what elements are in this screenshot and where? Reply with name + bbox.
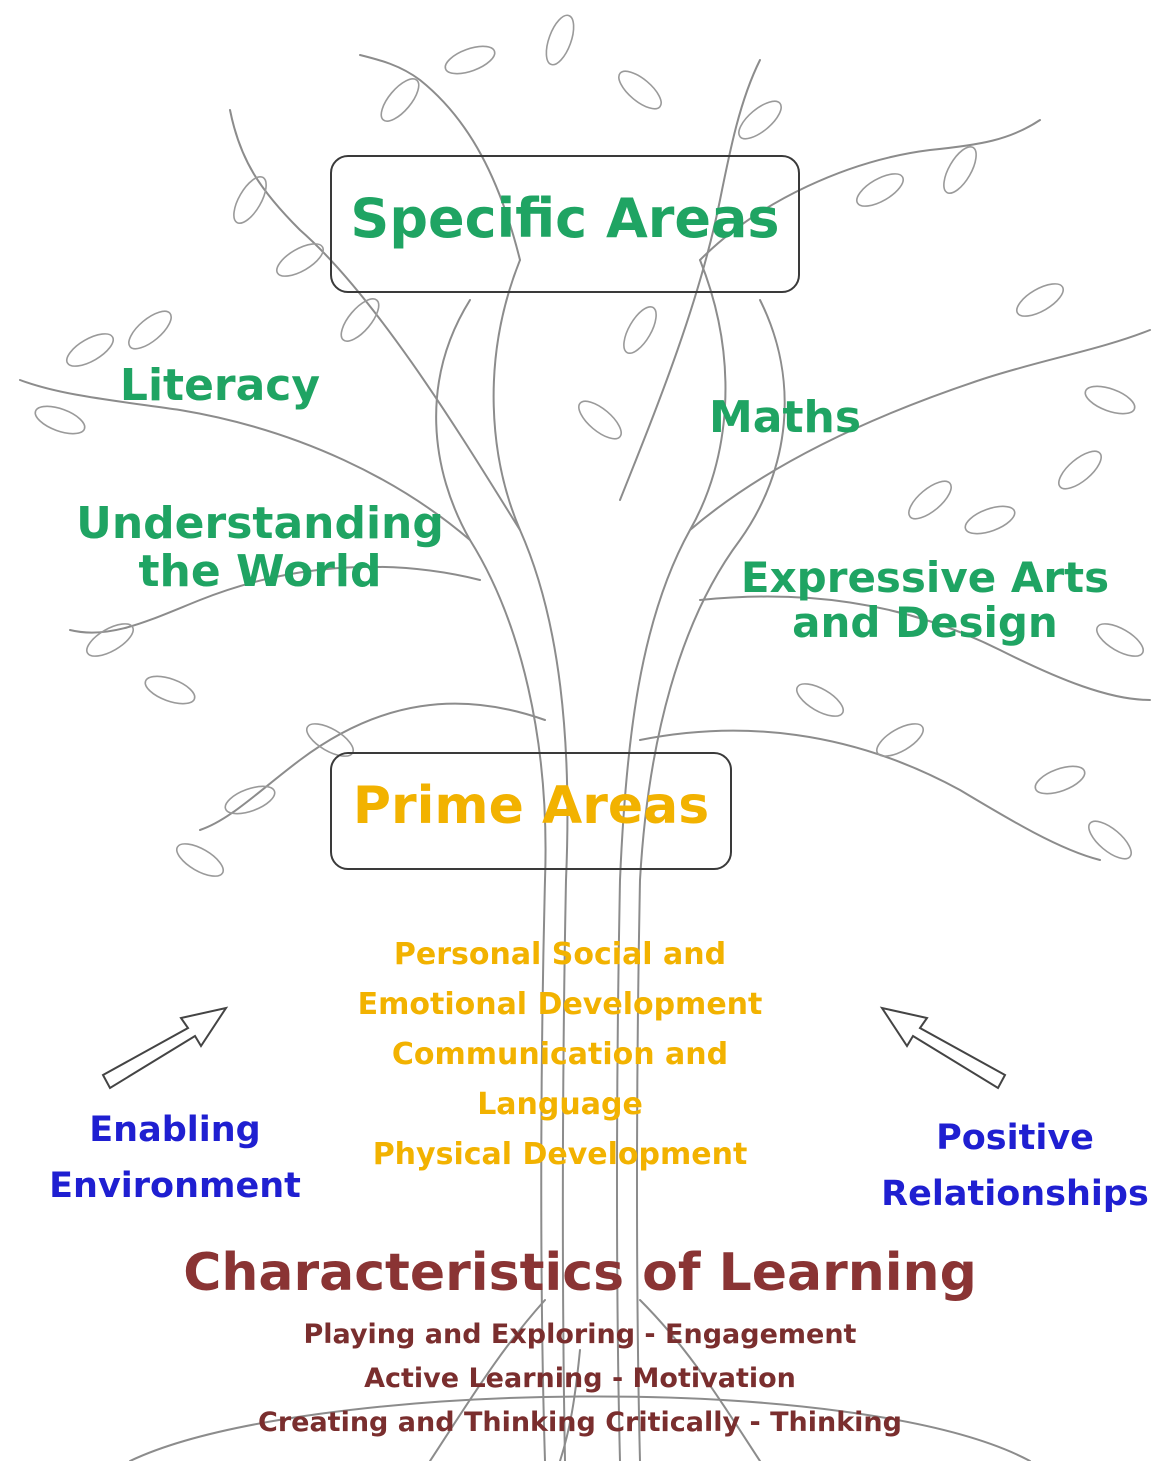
tree-branches <box>19 54 1151 1461</box>
prime-areas-box <box>330 752 732 870</box>
understanding-world-line1: Understanding <box>76 498 444 549</box>
prime-item-psed-1: Personal Social and <box>393 937 727 972</box>
specific-areas-title: Specific Areas <box>350 187 780 250</box>
prime-item-pd: Physical Development <box>372 1137 748 1172</box>
tree-leaves <box>34 14 1144 877</box>
characteristics-title: Characteristics of Learning <box>183 1243 977 1303</box>
expressive-arts-line1: Expressive Arts <box>740 553 1110 602</box>
enabling-environment-label: Enabling Environment <box>20 1102 330 1214</box>
characteristics-list: Playing and Exploring - Engagement Activ… <box>180 1313 980 1445</box>
understanding-world-line2: the World <box>138 545 382 597</box>
positive-line1: Positive <box>936 1118 1094 1158</box>
left-arrow-icon <box>101 1006 229 1090</box>
arrows <box>101 1006 1007 1090</box>
literacy-label: Literacy <box>119 360 321 411</box>
specific-areas-box <box>330 155 800 293</box>
understanding-world-label: Understanding the World <box>60 500 460 595</box>
characteristic-playing: Playing and Exploring - Engagement <box>303 1319 857 1350</box>
characteristic-creating: Creating and Thinking Critically - Think… <box>258 1407 902 1438</box>
positive-line2: Relationships <box>881 1174 1149 1214</box>
prime-item-cl-2: Language <box>477 1087 643 1122</box>
characteristic-active: Active Learning - Motivation <box>364 1363 796 1394</box>
right-arrow-icon <box>879 1006 1007 1090</box>
enabling-line1: Enabling <box>89 1110 261 1150</box>
expressive-arts-label: Expressive Arts and Design <box>720 555 1130 646</box>
positive-relationships-label: Positive Relationships <box>870 1110 1160 1222</box>
enabling-line2: Environment <box>49 1166 301 1206</box>
prime-item-cl-1: Communication and <box>391 1037 729 1072</box>
prime-areas-list: Personal Social and Emotional Developmen… <box>320 930 800 1180</box>
expressive-arts-line2: and Design <box>792 598 1058 648</box>
maths-label: Maths <box>708 392 862 443</box>
prime-areas-title: Prime Areas <box>352 776 710 836</box>
prime-item-psed-2: Emotional Development <box>357 987 763 1022</box>
